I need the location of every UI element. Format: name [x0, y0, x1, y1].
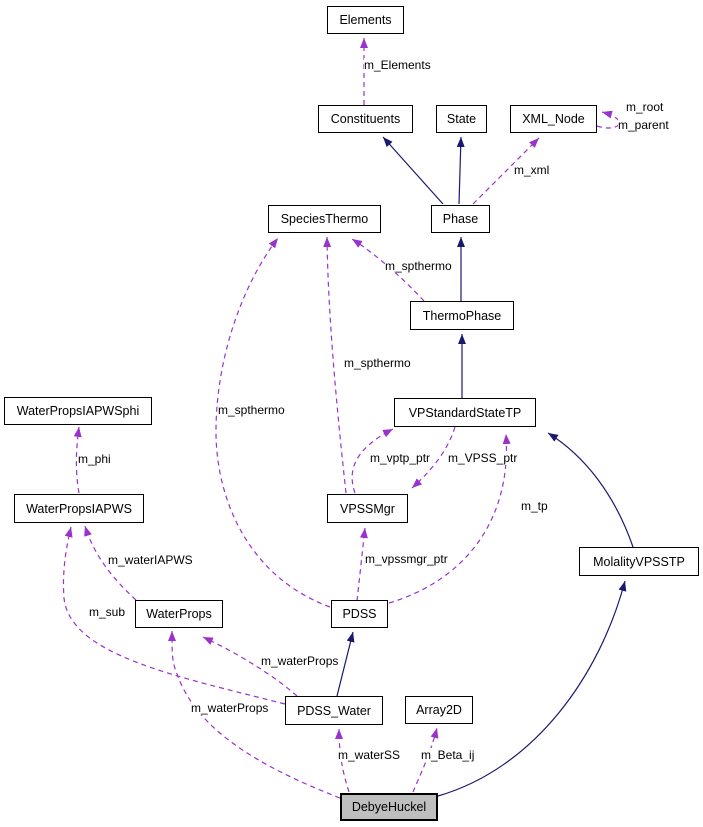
edge-m-waterprops-from-debyehuckel [168, 630, 341, 799]
edge-phase-state [456, 136, 465, 205]
edge-label-m-waterss: m_waterSS [338, 748, 401, 762]
edge-m-vptp-ptr [351, 428, 394, 494]
edge-m-spthermo-from-pdss [215, 237, 331, 608]
edge-m-waterss [335, 728, 350, 793]
edge-m-xml [472, 137, 540, 205]
edge-label-m-sub: m_sub [89, 605, 126, 619]
node-waterpropsiapws[interactable]: WaterPropsIAPWS [14, 494, 144, 523]
edge-label-m-phi: m_phi [78, 452, 111, 466]
edge-m-wateriapws [84, 525, 137, 601]
node-vpssmgr[interactable]: VPSSMgr [327, 494, 408, 523]
edge-pdsswater-pdss [336, 631, 355, 697]
node-constituents[interactable]: Constituents [318, 105, 413, 133]
edge-label-m-waterprops-pdsswater: m_waterProps [261, 654, 339, 668]
edge-label-m-vpss-ptr: m_VPSS_ptr [448, 451, 518, 465]
node-xml-node[interactable]: XML_Node [510, 105, 597, 133]
edge-label-m-elements: m_Elements [364, 58, 431, 72]
edge-m-waterprops-from-pdsswater [202, 636, 298, 697]
edge-label-m-tp: m_tp [521, 499, 548, 513]
node-vpstandardstatetp[interactable]: VPStandardStateTP [394, 398, 536, 427]
edge-label-m-spthermo-pdss: m_spthermo [218, 403, 285, 417]
edge-label-m-spthermo-thermophase: m_spthermo [385, 259, 452, 273]
edge-m-tp [388, 433, 511, 604]
edge-m-spthermo-from-thermophase [351, 238, 425, 302]
edge-m-sub [62, 526, 286, 705]
edge-m-root-m-parent-selfloop [596, 110, 620, 129]
edge-m-vpssmgr-ptr [356, 527, 368, 602]
edge-molalityvpsstp-vpstandardstatetp [547, 432, 634, 548]
node-pdss-water[interactable]: PDSS_Water [285, 696, 383, 725]
edge-label-m-wateriapws: m_waterIAPWS [108, 553, 193, 567]
node-pdss[interactable]: PDSS [331, 600, 388, 628]
node-molalityvpsstp[interactable]: MolalityVPSSTP [579, 547, 699, 576]
edge-label-m-waterprops-debyehuckel: m_waterProps [191, 701, 269, 715]
edge-label-m-xml: m_xml [514, 163, 550, 177]
node-thermophase[interactable]: ThermoPhase [410, 301, 514, 330]
edge-phase-constituents [382, 136, 444, 205]
node-waterpropsiapwsphi[interactable]: WaterPropsIAPWSphi [4, 397, 152, 425]
node-phase[interactable]: Phase [431, 205, 490, 233]
node-state[interactable]: State [436, 105, 487, 133]
edge-label-m-vptp-ptr: m_vptp_ptr [370, 451, 431, 465]
node-waterprops[interactable]: WaterProps [135, 600, 223, 628]
node-elements[interactable]: Elements [327, 6, 404, 34]
edge-label-m-spthermo-vpssmgr: m_spthermo [344, 356, 411, 370]
edge-m-spthermo-from-vpssmgr [323, 236, 347, 494]
edge-debyehuckel-molalityvpsstp [437, 580, 627, 797]
edge-m-beta-ij [412, 727, 439, 793]
node-debyehuckel: DebyeHuckel [340, 793, 438, 821]
edge-label-m-root: m_root [626, 100, 664, 114]
node-array2d[interactable]: Array2D [405, 696, 473, 724]
edge-label-m-beta-ij: m_Beta_ij [421, 748, 475, 762]
edge-label-m-parent: m_parent [618, 118, 669, 132]
node-speciesthermo[interactable]: SpeciesThermo [268, 205, 381, 233]
edge-m-vpss-ptr [411, 426, 456, 489]
edge-label-m-vpssmgr-ptr: m_vpssmgr_ptr [365, 552, 448, 566]
